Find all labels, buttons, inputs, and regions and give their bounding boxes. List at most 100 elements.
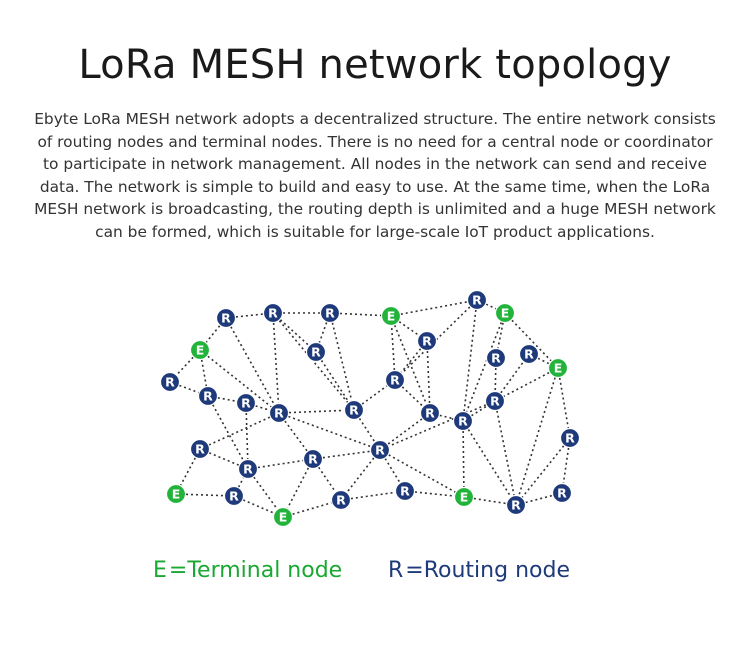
link-n19-n26	[379, 412, 431, 451]
legend-terminal-label: =Terminal node	[168, 558, 343, 583]
link-n26-n32	[379, 449, 465, 498]
link-n15-n24	[245, 402, 249, 470]
link-n21-n26	[379, 400, 496, 451]
node-letter: R	[203, 389, 213, 404]
node-letter: E	[279, 510, 288, 525]
link-n20-n33	[462, 420, 517, 506]
node-letter: E	[554, 361, 563, 376]
node-letter: R	[325, 306, 335, 321]
node-letter: R	[229, 489, 239, 504]
routing-node-n8: R	[305, 341, 327, 363]
routing-node-n15: R	[235, 392, 257, 414]
routing-node-n23: R	[189, 438, 211, 460]
link-n16-n17	[278, 409, 355, 414]
link-n3-n4	[329, 312, 392, 317]
link-n16-n26	[278, 412, 381, 451]
routing-node-n2: R	[262, 302, 284, 324]
link-n22-n33	[515, 437, 571, 506]
link-n12-n21	[494, 367, 559, 402]
network-links	[169, 299, 571, 518]
link-n4-n19	[390, 315, 431, 414]
node-letter: R	[241, 396, 251, 411]
node-letter: R	[311, 345, 321, 360]
node-letter: R	[375, 443, 385, 458]
routing-node-n3: R	[319, 302, 341, 324]
legend-routing-label: =Routing node	[405, 558, 570, 583]
node-letter: R	[425, 406, 435, 421]
node-letter: R	[349, 403, 359, 418]
link-n9-n18	[394, 340, 428, 381]
description-paragraph: Ebyte LoRa MESH network adopts a decentr…	[34, 110, 716, 241]
node-letter: R	[490, 394, 500, 409]
node-letter: R	[422, 334, 432, 349]
node-letter: E	[460, 490, 469, 505]
node-letter: R	[221, 311, 231, 326]
node-letter: R	[458, 414, 468, 429]
link-n30-n31	[340, 490, 406, 501]
routing-node-n10: R	[485, 347, 507, 369]
node-letter: R	[565, 431, 575, 446]
link-n20-n32	[462, 420, 465, 498]
routing-node-n25: R	[302, 448, 324, 470]
page-title: LoRa MESH network topology	[78, 42, 672, 88]
terminal-node-n12: E	[547, 357, 569, 379]
terminal-node-n29: E	[272, 506, 294, 528]
legend-terminal-node: E=Terminal node	[153, 558, 342, 583]
node-letter: R	[400, 484, 410, 499]
node-letter: R	[557, 486, 567, 501]
node-letter: R	[524, 347, 534, 362]
routing-node-n34: R	[551, 482, 573, 504]
node-letter: R	[511, 498, 521, 513]
link-n5-n18	[394, 299, 478, 381]
routing-node-n33: R	[505, 494, 527, 516]
link-n17-n18	[353, 379, 396, 411]
link-n3-n17	[329, 312, 355, 411]
legend-terminal-letter: E	[153, 558, 167, 583]
node-letter: R	[336, 493, 346, 508]
link-n7-n16	[199, 349, 280, 414]
link-n5-n20	[462, 299, 478, 422]
link-n9-n19	[426, 340, 431, 414]
routing-node-n14: R	[197, 385, 219, 407]
routing-node-n28: R	[223, 485, 245, 507]
node-letter: R	[268, 306, 278, 321]
node-letter: R	[274, 406, 284, 421]
link-n2-n16	[272, 312, 280, 414]
link-n12-n33	[515, 367, 559, 506]
routing-node-n30: R	[330, 489, 352, 511]
routing-node-n19: R	[419, 402, 441, 424]
legend-routing-node: R=Routing node	[388, 558, 570, 583]
terminal-node-n27: E	[165, 483, 187, 505]
legend: E=Terminal node R=Routing node	[0, 558, 750, 592]
node-letter: R	[390, 373, 400, 388]
routing-node-n22: R	[559, 427, 581, 449]
link-n28-n29	[233, 495, 284, 518]
link-n1-n16	[225, 317, 280, 414]
routing-node-n1: R	[215, 307, 237, 329]
node-letter: R	[165, 375, 175, 390]
routing-node-n31: R	[394, 480, 416, 502]
terminal-node-n6: E	[494, 302, 516, 324]
routing-node-n16: R	[268, 402, 290, 424]
link-n2-n17	[272, 312, 355, 411]
routing-node-n26: R	[369, 439, 391, 461]
link-n12-n22	[557, 367, 571, 439]
routing-node-n11: R	[518, 343, 540, 365]
link-n23-n24	[199, 448, 249, 470]
routing-node-n21: R	[484, 390, 506, 412]
terminal-node-n4: E	[380, 305, 402, 327]
link-n16-n23	[199, 412, 280, 450]
node-letter: R	[243, 462, 253, 477]
link-n18-n4	[390, 315, 396, 381]
routing-node-n24: R	[237, 458, 259, 480]
legend-routing-letter: R	[388, 558, 404, 583]
routing-node-n13: R	[159, 371, 181, 393]
link-n6-n20	[462, 312, 506, 422]
node-letter: E	[196, 343, 205, 358]
link-n25-n26	[312, 449, 381, 460]
link-n8-n17	[315, 351, 355, 411]
routing-node-n17: R	[343, 399, 365, 421]
node-letter: R	[491, 351, 501, 366]
node-letter: R	[195, 442, 205, 457]
link-n23-n27	[175, 448, 201, 495]
